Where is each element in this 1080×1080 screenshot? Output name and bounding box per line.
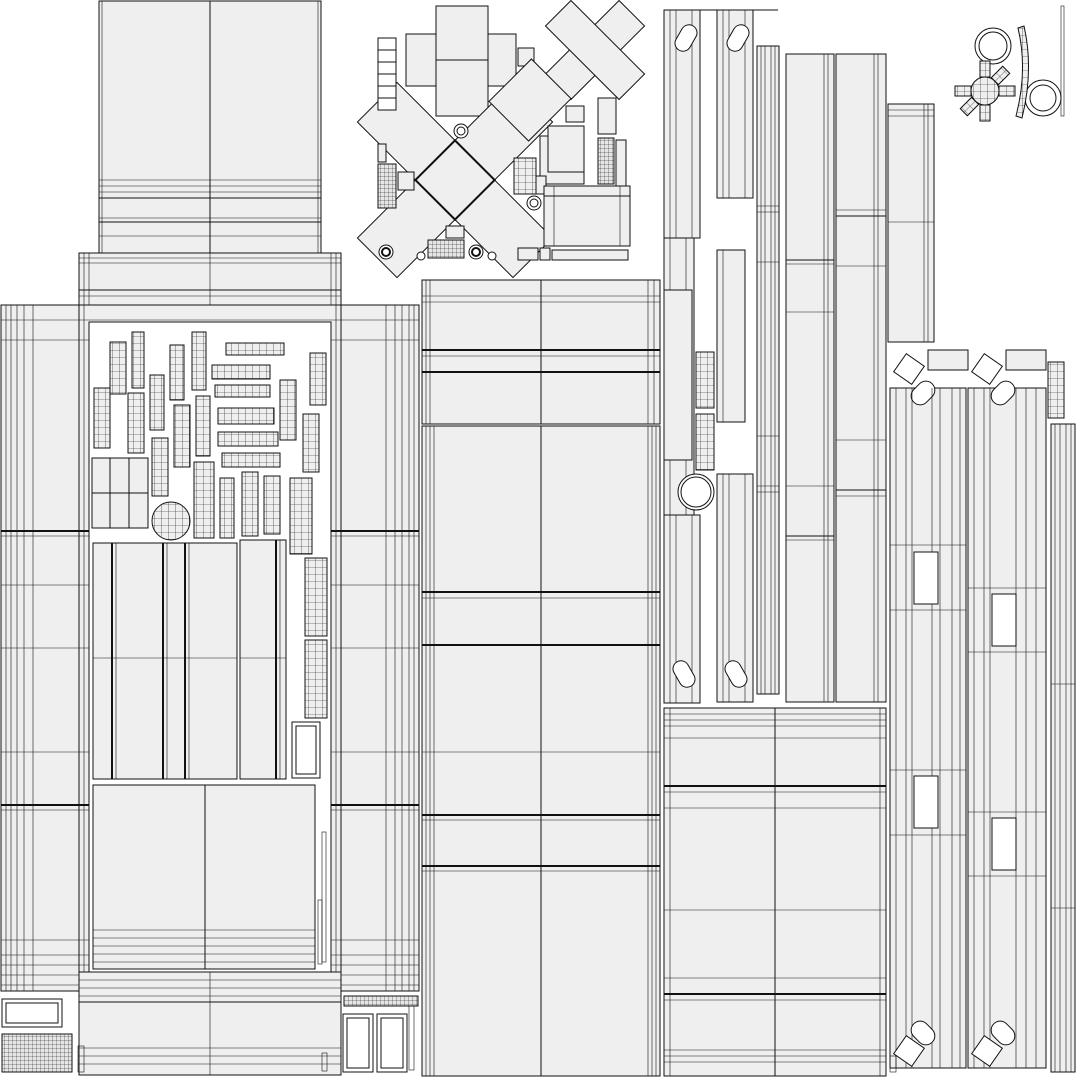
bottom-left-islands <box>1 995 419 1073</box>
left-shell-group <box>0 0 420 1076</box>
round-cap-island <box>151 501 191 541</box>
strip-column-b <box>716 9 778 703</box>
strip-column-a <box>663 9 724 704</box>
strip-column-c <box>756 45 780 695</box>
centre-panels <box>421 279 661 1077</box>
far-right-tube-b <box>967 349 1047 1069</box>
ring-cluster <box>954 5 1065 122</box>
strip-column-e <box>835 53 887 703</box>
small-islands-cluster <box>91 331 327 555</box>
cross-unwrap-group <box>356 0 646 279</box>
strip-column-f <box>887 103 935 343</box>
right-lower-panel <box>663 707 887 1077</box>
far-right-tube-a <box>889 349 969 1073</box>
far-right-thin-strip <box>1047 361 1076 1073</box>
striped-side-panel <box>92 542 238 780</box>
strip-column-d <box>785 53 835 703</box>
lower-square-panel <box>92 784 316 970</box>
